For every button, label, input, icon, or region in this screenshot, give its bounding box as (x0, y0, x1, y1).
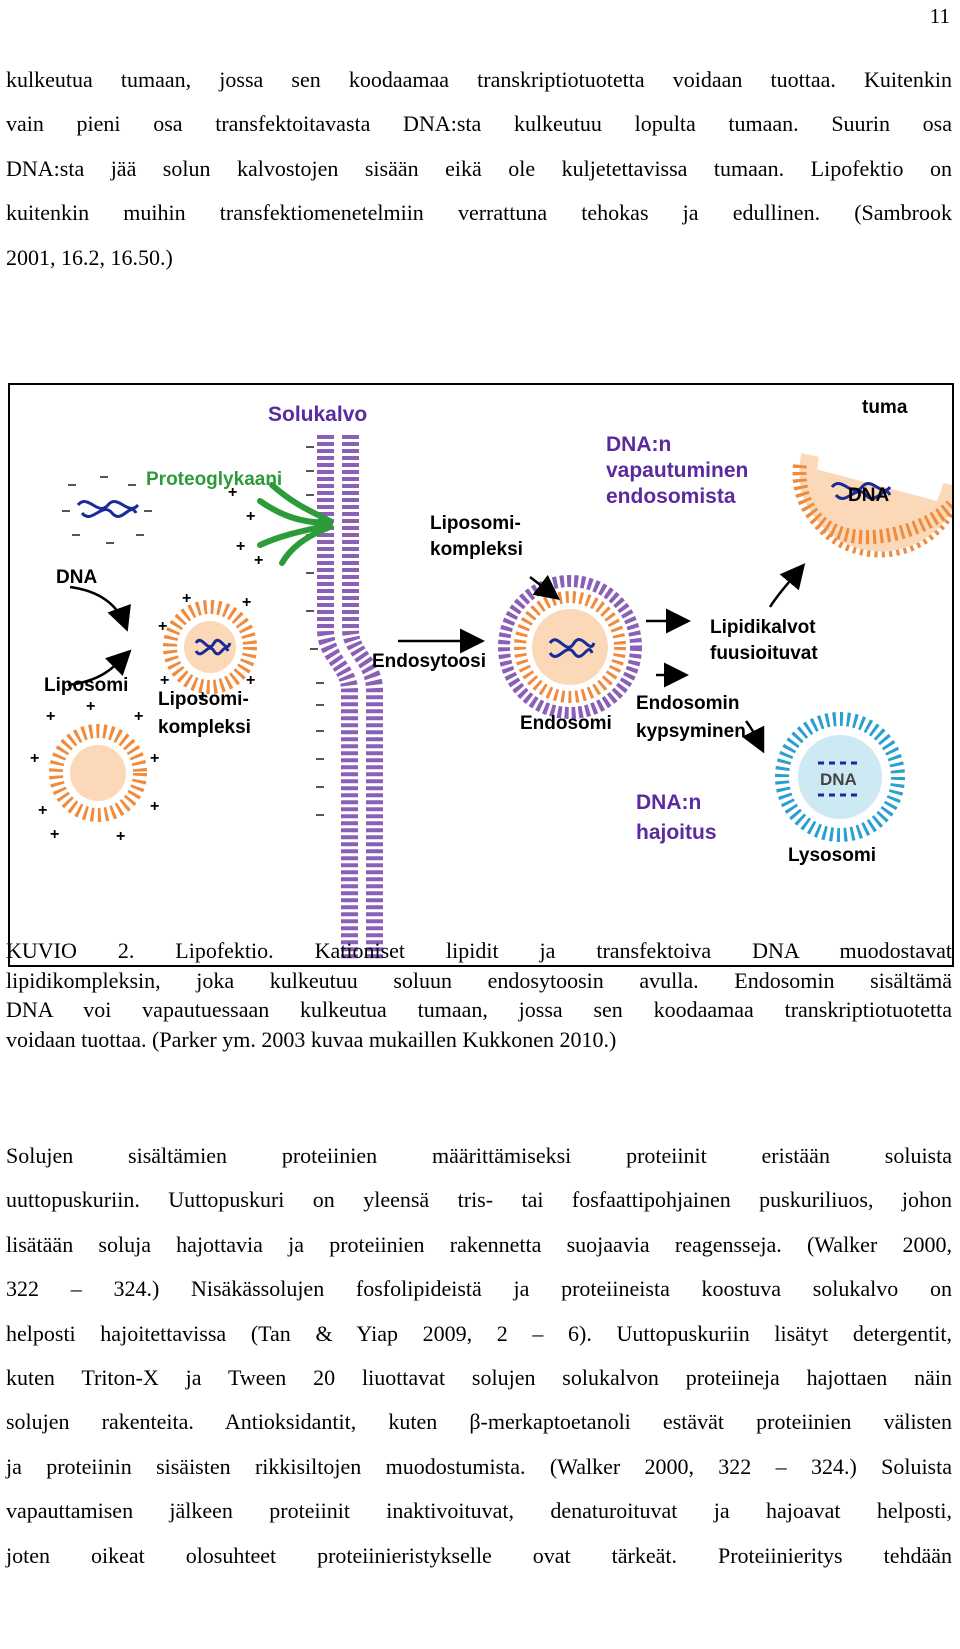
svg-text:+: + (158, 618, 167, 635)
cell-membrane (317, 435, 383, 960)
label-endosytoosi: Endosytoosi (372, 651, 486, 672)
label-solukalvo: Solukalvo (268, 403, 367, 426)
text-line: solujen rakenteita. Antioksidantit, kute… (6, 1409, 952, 1435)
svg-text:+: + (38, 802, 47, 819)
label-liposomi: Liposomi (44, 675, 128, 696)
text-line: Solujen sisältämien proteiinien määrittä… (6, 1143, 952, 1168)
label-dna-nucleus: DNA (848, 485, 889, 506)
label-degradation-1: DNA:n (636, 791, 701, 814)
label-release-1: DNA:n (606, 433, 671, 456)
paragraph-protein-extraction: Solujen sisältämien proteiinien määrittä… (6, 1134, 952, 1578)
text-line: kuten Triton-X ja Tween 20 liuottavat so… (6, 1365, 952, 1391)
proteoglycan-icon (257, 482, 333, 566)
process-arrows (67, 563, 806, 754)
caption-line: lipidikompleksin, joka kulkeutuu soluun … (6, 967, 952, 993)
label-degradation-2: hajoitus (636, 821, 717, 844)
svg-text:+: + (242, 594, 251, 611)
svg-text:+: + (30, 750, 39, 767)
liposome-icon: +++ +++ +++ (30, 698, 159, 845)
caption-line: voidaan tuottaa. (Parker ym. 2003 kuvaa … (6, 1026, 617, 1052)
text-line: uuttopuskuriin. Uuttopuskuri on yleensä … (6, 1187, 952, 1213)
paragraph-intro: kulkeutua tumaan, jossa sen koodaamaa tr… (6, 58, 952, 280)
svg-text:+: + (134, 708, 143, 725)
text-line: vapauttamisen jälkeen proteiinit inaktiv… (6, 1498, 952, 1524)
figure-caption: KUVIO 2. Lipofektio. Kationiset lipidit … (6, 936, 952, 1054)
free-dna-icon (62, 476, 152, 544)
text-line: 322 – 324.) Nisäkässolujen fosfolipideis… (6, 1276, 952, 1302)
label-release-2: vapautuminen (606, 459, 748, 482)
lysosome-dna-label: DNA (820, 770, 857, 789)
label-endosomi: Endosomi (520, 713, 612, 734)
text-line: kuitenkin muihin transfektiomenetelmiin … (6, 200, 952, 226)
svg-text:+: + (150, 798, 159, 815)
svg-text:+: + (246, 672, 255, 689)
text-line: joten oikeat olosuhteet proteiinieristyk… (6, 1542, 952, 1568)
svg-text:+: + (182, 590, 191, 607)
lysosome-icon: DNA (775, 712, 905, 842)
svg-text:+: + (254, 552, 263, 569)
proteoglycan-charges: ++ ++ (228, 484, 263, 569)
svg-text:+: + (46, 708, 55, 725)
label-release-3: endosomista (606, 485, 736, 508)
page-number: 11 (929, 4, 950, 28)
text-line: DNA:sta jää solun kalvostojen sisään eik… (6, 155, 952, 181)
label-lysosomi: Lysosomi (788, 845, 876, 866)
membrane-charges (306, 446, 324, 816)
text-line: vain pieni osa transfektoitavasta DNA:st… (6, 111, 952, 137)
label-complex-bottom-1: Liposomi- (158, 689, 249, 710)
label-complex-top-1: Liposomi- (430, 513, 521, 534)
svg-text:+: + (50, 826, 59, 843)
lipofection-figure: ++ ++ +++ +++ (8, 383, 954, 967)
label-tuma: tuma (862, 397, 908, 418)
svg-text:+: + (236, 538, 245, 555)
caption-line: DNA voi vapautuessaan kulkeutua tumaan, … (6, 997, 952, 1023)
lipofection-diagram: ++ ++ +++ +++ (30, 397, 952, 960)
text-line: ja proteiinin sisäisten rikkisiltojen mu… (6, 1453, 952, 1479)
svg-text:+: + (160, 672, 169, 689)
text-line: lisätään soluja hajottavia ja proteiinie… (6, 1231, 952, 1257)
label-maturation-1: Endosomin (636, 693, 739, 714)
liposome-complex-icon: + + + + + + (158, 590, 257, 705)
svg-text:+: + (116, 828, 125, 845)
label-complex-bottom-2: kompleksi (158, 717, 251, 738)
text-line: kulkeutua tumaan, jossa sen koodaamaa tr… (6, 67, 952, 92)
label-proteoglykaani: Proteoglykaani (146, 469, 282, 490)
svg-text:+: + (86, 698, 95, 715)
label-maturation-2: kypsyminen (636, 721, 746, 742)
svg-text:+: + (228, 484, 237, 501)
label-lipid-1: Lipidikalvot (710, 617, 816, 638)
text-line: helposti hajoitettavissa (Tan & Yiap 200… (6, 1320, 952, 1346)
endosome-icon (498, 575, 642, 719)
svg-text:+: + (198, 688, 207, 705)
svg-text:+: + (150, 750, 159, 767)
text-line: 2001, 16.2, 16.50.) (6, 244, 173, 270)
svg-text:+: + (246, 508, 255, 525)
label-lipid-2: fuusioituvat (710, 643, 818, 664)
label-dna-left: DNA (56, 567, 97, 588)
nucleus-icon (792, 453, 952, 558)
label-complex-top-2: kompleksi (430, 539, 523, 560)
caption-line: KUVIO 2. Lipofektio. Kationiset lipidit … (6, 938, 952, 963)
